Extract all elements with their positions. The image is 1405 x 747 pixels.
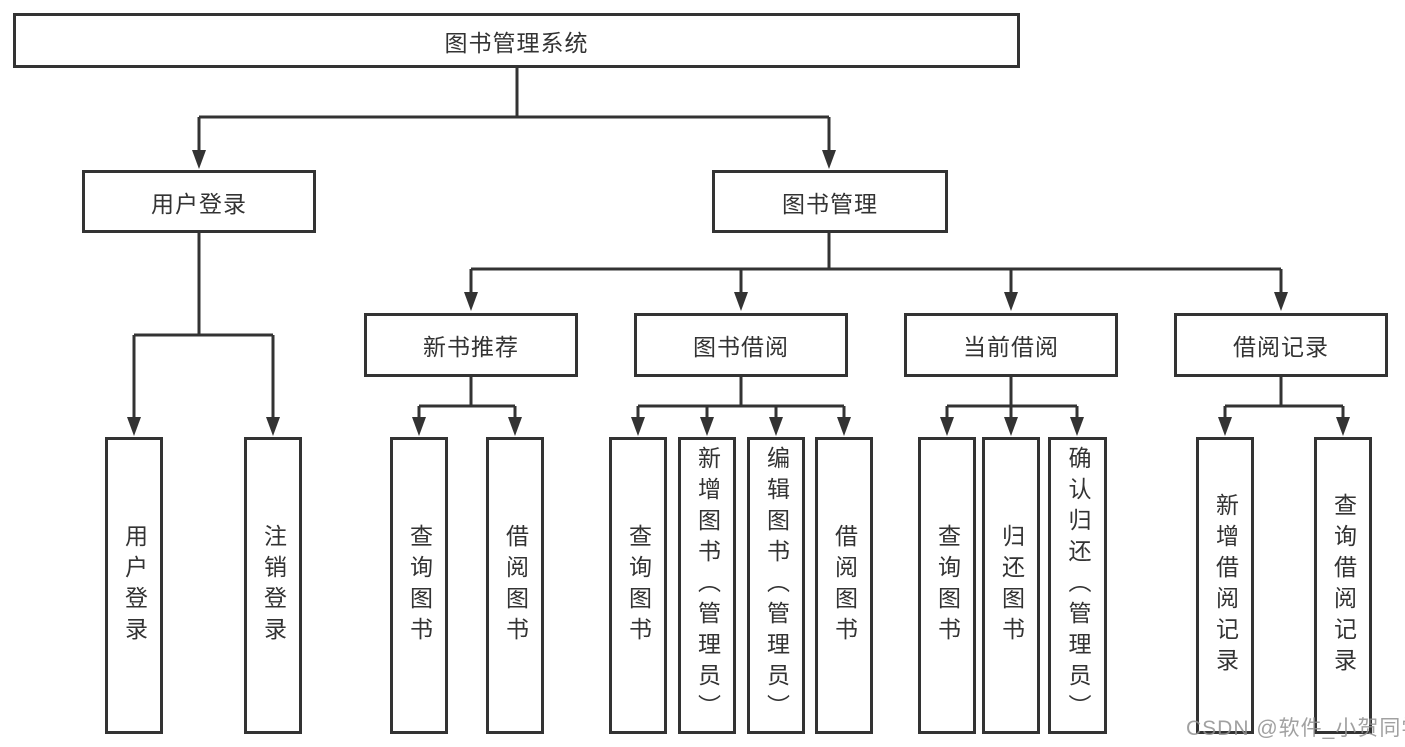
leaf-query-books-3: 查询图书 — [918, 437, 976, 734]
leaf-add-books-admin-label: 新增图书（管理员） — [694, 446, 721, 725]
leaf-user-login: 用户登录 — [105, 437, 163, 734]
leaf-add-borrow-record-label: 新增借阅记录 — [1212, 492, 1239, 679]
leaf-logout-label: 注销登录 — [260, 523, 287, 648]
node-borrow-records: 借阅记录 — [1174, 313, 1388, 377]
node-book-borrow: 图书借阅 — [634, 313, 848, 377]
leaf-edit-books-admin-label: 编辑图书（管理员） — [763, 446, 790, 725]
leaf-borrow-books-2-label: 借阅图书 — [831, 523, 858, 648]
leaf-add-books-admin: 新增图书（管理员） — [678, 437, 736, 734]
node-new-book-recommend-label: 新书推荐 — [423, 334, 519, 360]
csdn-watermark: CSDN @软件_小贺同学 — [1186, 717, 1405, 740]
node-book-management: 图书管理 — [712, 170, 948, 233]
node-user-login: 用户登录 — [82, 170, 316, 233]
leaf-query-books-3-label: 查询图书 — [934, 523, 961, 648]
leaf-query-borrow-record: 查询借阅记录 — [1314, 437, 1372, 734]
node-current-borrow: 当前借阅 — [904, 313, 1118, 377]
node-book-borrow-label: 图书借阅 — [693, 334, 789, 360]
leaf-query-books-2-label: 查询图书 — [625, 523, 652, 648]
leaf-query-books-1: 查询图书 — [390, 437, 448, 734]
leaf-borrow-books-2: 借阅图书 — [815, 437, 873, 734]
node-root-label: 图书管理系统 — [444, 29, 589, 56]
leaf-edit-books-admin: 编辑图书（管理员） — [747, 437, 805, 734]
leaf-user-login-label: 用户登录 — [121, 523, 148, 648]
leaf-borrow-books-1: 借阅图书 — [486, 437, 544, 734]
node-borrow-records-label: 借阅记录 — [1233, 334, 1329, 360]
leaf-return-books-label: 归还图书 — [998, 523, 1025, 648]
node-user-login-label: 用户登录 — [151, 190, 247, 217]
leaf-query-books-2: 查询图书 — [609, 437, 667, 734]
node-root: 图书管理系统 — [13, 13, 1020, 68]
leaf-query-borrow-record-label: 查询借阅记录 — [1330, 492, 1357, 679]
leaf-confirm-return-admin-label: 确认归还（管理员） — [1065, 446, 1091, 725]
leaf-query-books-1-label: 查询图书 — [406, 523, 433, 648]
node-current-borrow-label: 当前借阅 — [963, 334, 1059, 360]
node-book-management-label: 图书管理 — [782, 190, 878, 217]
leaf-confirm-return-admin: 确认归还（管理员） — [1048, 437, 1107, 734]
leaf-logout: 注销登录 — [244, 437, 302, 734]
leaf-add-borrow-record: 新增借阅记录 — [1196, 437, 1254, 734]
leaf-borrow-books-1-label: 借阅图书 — [502, 523, 529, 648]
leaf-return-books: 归还图书 — [982, 437, 1040, 734]
node-new-book-recommend: 新书推荐 — [364, 313, 578, 377]
